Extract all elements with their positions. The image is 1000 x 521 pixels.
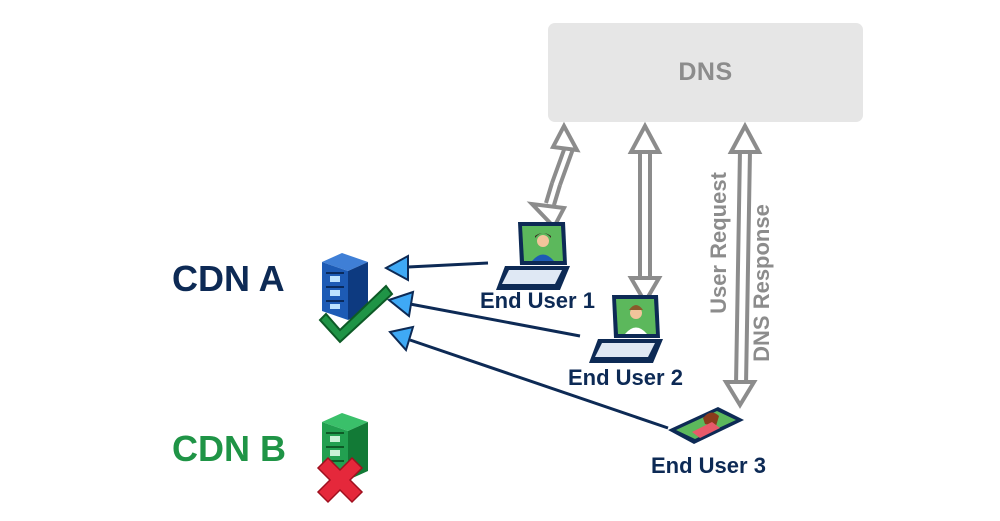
end-user-2-laptop-icon xyxy=(589,295,663,363)
dns-user1-double-arrow xyxy=(526,121,581,231)
user3-to-cdn-a-arrow xyxy=(388,325,669,430)
user2-to-cdn-a-arrow xyxy=(386,290,581,338)
end-user-1-laptop-icon xyxy=(496,222,570,290)
end-user-3-label: End User 3 xyxy=(651,453,766,478)
cdn-a-label: CDN A xyxy=(172,258,285,299)
checkmark-icon xyxy=(318,284,394,344)
end-user-1-label: End User 1 xyxy=(480,288,595,313)
cdn-a-server-icon xyxy=(322,253,368,320)
dns-server-box: DNS xyxy=(548,23,863,122)
end-user-3-phone-icon xyxy=(668,407,744,444)
cdn-b-label: CDN B xyxy=(172,428,286,469)
dns-label: DNS xyxy=(678,58,733,86)
dns-user3-double-arrow xyxy=(722,121,763,409)
dns-user2-double-arrow xyxy=(627,121,663,306)
red-x-icon xyxy=(316,456,364,504)
end-user-2-label: End User 2 xyxy=(568,365,683,390)
user1-to-cdn-a-arrow xyxy=(383,254,489,282)
